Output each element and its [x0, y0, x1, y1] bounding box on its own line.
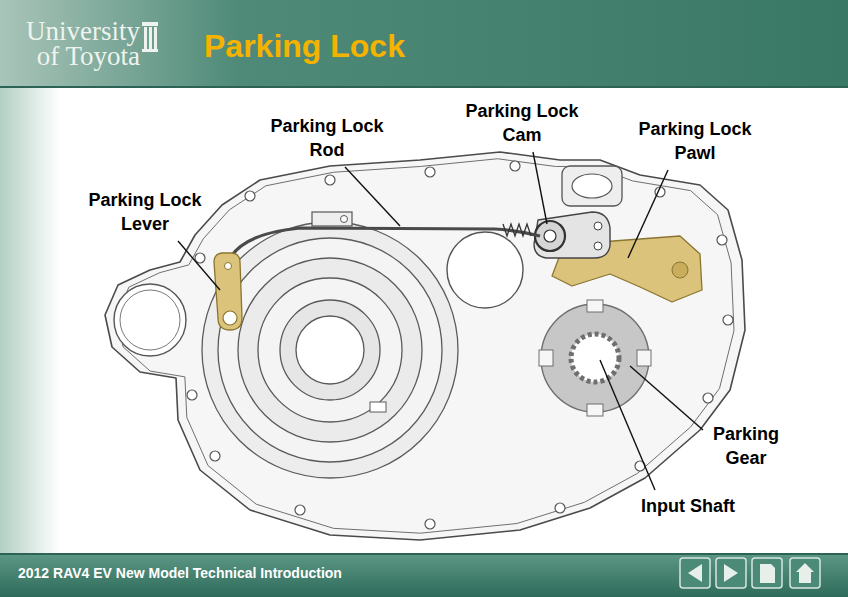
slide-background: [0, 86, 848, 88]
parking-lock-rod: [341, 216, 348, 223]
main-gear-housing: [218, 238, 442, 462]
parking-lock-rod: [228, 212, 540, 262]
parking-gear: [541, 304, 649, 412]
nav-buttons: [724, 564, 738, 582]
case-bolt: [187, 390, 197, 400]
nav-buttons: [796, 563, 814, 583]
transmission-case: [116, 159, 734, 533]
case-bolt: [325, 175, 335, 185]
top-boss: [562, 166, 622, 206]
parking-lock-rod: [228, 228, 540, 262]
logo-pillar: [154, 27, 157, 49]
main-gear-housing: [258, 278, 402, 422]
parking-gear: [587, 404, 603, 416]
parking-gear: [539, 300, 651, 416]
case-bolt: [245, 191, 255, 201]
nav-buttons: [716, 558, 746, 588]
case-bolt: [210, 451, 220, 461]
nav-buttons: [790, 558, 820, 588]
top-boss: [562, 166, 622, 206]
leader-line: [628, 170, 668, 258]
slide-background: [0, 88, 60, 553]
slide-background: [0, 0, 848, 88]
parking-gear: [571, 334, 619, 382]
part-label: Parking Gear: [704, 422, 788, 470]
part-label: Parking Lock Pawl: [630, 117, 760, 165]
nav-buttons: [688, 564, 702, 582]
case-hole: [447, 232, 523, 308]
case-bolt: [723, 315, 733, 325]
main-gear-housing: [370, 402, 386, 412]
parking-gear: [575, 338, 615, 378]
part-label: Parking Lock Cam: [457, 99, 587, 147]
case-bolt: [295, 505, 305, 515]
parking-lock-cam: [544, 230, 556, 242]
parking-lock-lever: [214, 253, 242, 330]
case-bolt: [717, 235, 727, 245]
footer-text: 2012 RAV4 EV New Model Technical Introdu…: [18, 564, 342, 582]
main-gear-housing: [238, 258, 422, 442]
parking-lock-cam: [594, 222, 602, 230]
parking-lock-lever: [214, 253, 242, 330]
parking-lock-rod: [503, 224, 531, 236]
parking-lock-lever: [223, 311, 237, 325]
case-bolt: [425, 167, 435, 177]
slide-background: [0, 553, 848, 555]
nav-buttons: [752, 558, 782, 588]
main-gear-housing: [280, 300, 380, 400]
transmission-case: [105, 152, 745, 540]
leader-line: [345, 167, 400, 226]
slide-title: Parking Lock: [204, 27, 405, 65]
side-bore: [114, 284, 186, 356]
side-bore: [114, 284, 186, 356]
leader-line: [600, 360, 655, 490]
main-gear-housing: [296, 316, 364, 384]
case-bolt: [555, 503, 565, 513]
main-gear-housing: [202, 222, 458, 478]
nav-buttons: [680, 558, 710, 588]
main-gear-housing: [202, 222, 458, 478]
part-label: Input Shaft: [618, 494, 758, 518]
parking-gear: [587, 300, 603, 312]
parking-gear: [539, 350, 553, 366]
logo-pillar: [142, 22, 158, 26]
leader-line: [630, 366, 703, 430]
nav-buttons: [760, 564, 775, 583]
case-bolt: [703, 393, 713, 403]
parking-lock-cam: [594, 242, 602, 250]
part-label: Parking Lock Lever: [80, 188, 210, 236]
leader-line: [533, 152, 547, 224]
parking-lock-rod: [312, 212, 352, 226]
transmission-case: [105, 152, 745, 540]
logo-pillar: [149, 27, 152, 49]
case-hole: [447, 232, 523, 308]
leader-line: [178, 241, 220, 290]
leader-line: [178, 152, 703, 490]
logo-pillar: [144, 27, 147, 49]
logo-pillar: [142, 22, 158, 52]
side-bore: [120, 290, 180, 350]
case-bolt: [187, 161, 733, 529]
case-bolt: [425, 519, 435, 529]
case-bolt: [510, 161, 520, 171]
logo-pillar: [142, 49, 158, 52]
parking-gear: [637, 350, 651, 366]
parking-lock-pawl: [672, 262, 688, 278]
parking-lock-lever: [225, 263, 232, 270]
part-label: Parking Lock Rod: [262, 114, 392, 162]
nav-buttons: [680, 558, 820, 588]
slide-background: [0, 553, 848, 597]
case-bolt: [195, 253, 205, 263]
top-boss: [572, 174, 612, 198]
logo-text: University of Toyota: [14, 19, 140, 69]
